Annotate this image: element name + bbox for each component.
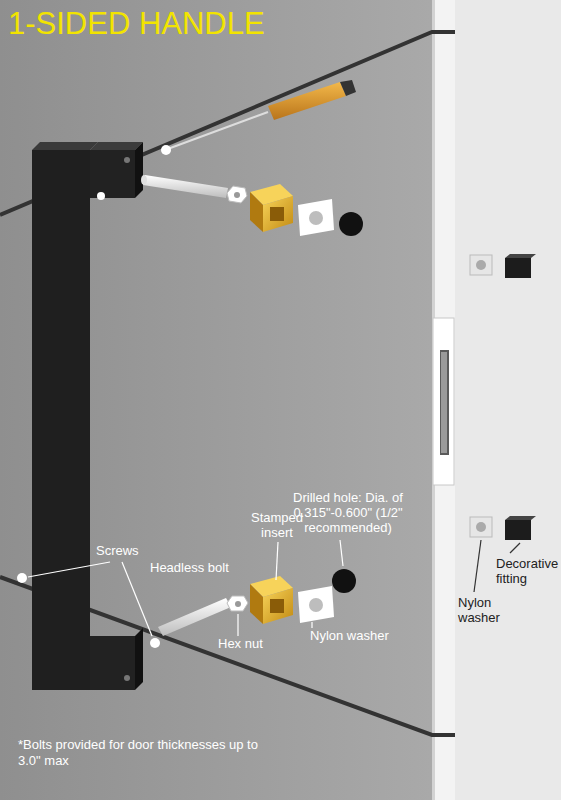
- part-label: Stamped insert: [246, 510, 308, 540]
- diagram-title: 1-SIDED HANDLE: [8, 6, 338, 42]
- part-label: Headless bolt: [150, 560, 250, 575]
- part-label: Nylon washer: [310, 628, 420, 643]
- footnote: *Bolts provided for door thicknesses up …: [18, 737, 258, 769]
- part-label: Nylon washer: [458, 595, 510, 625]
- part-label: Screws: [96, 543, 156, 558]
- part-label: Hex nut: [218, 636, 278, 651]
- part-label: Decorative fitting: [496, 556, 558, 586]
